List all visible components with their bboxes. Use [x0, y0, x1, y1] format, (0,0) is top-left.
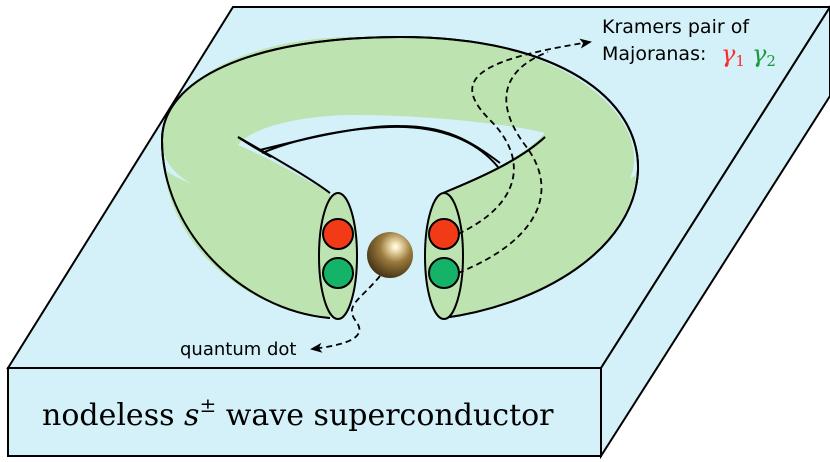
- kramers-label-line2: Majoranas:: [602, 43, 706, 65]
- substrate-label-suffix: wave superconductor: [216, 398, 554, 433]
- majorana-left-red: [322, 218, 354, 250]
- quantum-dot-label: quantum dot: [180, 339, 297, 360]
- majorana-right-red: [428, 218, 460, 250]
- torus-left-cut-line: [237, 136, 331, 194]
- torus-hole: [270, 126, 495, 193]
- substrate-label-prefix: nodeless: [42, 398, 184, 433]
- torus-right-cut-line: [442, 136, 546, 194]
- torus: [160, 35, 640, 320]
- torus-right-half: [355, 37, 635, 216]
- torus-right-tube-fill: [443, 175, 636, 318]
- left-cross-section: [318, 192, 358, 320]
- torus-outline: [160, 35, 640, 319]
- substrate-label-sup: ±: [199, 393, 216, 417]
- quantum-dot-leader: [310, 275, 381, 353]
- substrate-front-face: [7, 367, 602, 457]
- kramers-label-line1: Kramers pair of: [602, 16, 750, 38]
- majorana-left-green: [322, 257, 354, 289]
- leader-lines: [310, 38, 592, 353]
- torus-hole-edge: [261, 125, 499, 168]
- majorana-right-green: [428, 257, 460, 289]
- torus-left-half: [161, 37, 355, 202]
- substrate-label-s: s: [184, 398, 199, 433]
- majorana-leader-lower: [457, 51, 549, 274]
- quantum-dot-sphere: [367, 232, 413, 278]
- gamma1-label: γ1: [721, 40, 745, 70]
- substrate-label: nodeless s± wave superconductor: [42, 393, 554, 433]
- right-cross-section: [424, 192, 464, 320]
- torus-left-tube-fill: [165, 170, 330, 318]
- majorana-modes: [322, 218, 460, 289]
- gamma2-label: γ2: [752, 40, 776, 70]
- majorana-leader-upper: [457, 38, 592, 235]
